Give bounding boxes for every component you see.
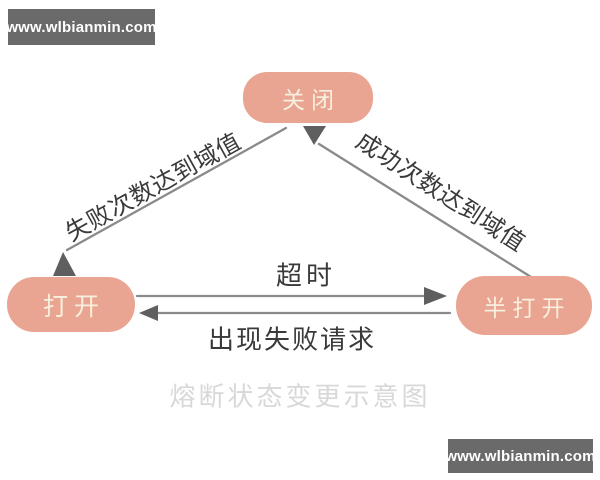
edge-open-to-half-open-arrowhead (424, 287, 447, 305)
edge-label-timeout: 超时 (275, 261, 337, 292)
edge-half-open-to-closed-line (317, 142, 533, 279)
edge-half-open-to-open-arrowhead (139, 305, 158, 321)
state-node-open: 打开 (7, 277, 135, 332)
edge-closed-to-open-arrowhead (53, 252, 76, 276)
edge-label-failed-request: 出现失败请求 (207, 325, 377, 356)
edge-closed-to-open-line (65, 126, 288, 252)
diagram-caption: 熔断状态变更示意图 (169, 382, 431, 413)
state-node-half-open: 半打开 (456, 276, 592, 335)
watermark-banner-top: www.wlbianmin.com (6, 9, 156, 45)
watermark-banner-bottom: www.wlbianmin.com (445, 439, 595, 473)
edge-half-open-to-closed-arrowhead (303, 126, 326, 145)
state-node-closed: 关闭 (243, 72, 373, 123)
